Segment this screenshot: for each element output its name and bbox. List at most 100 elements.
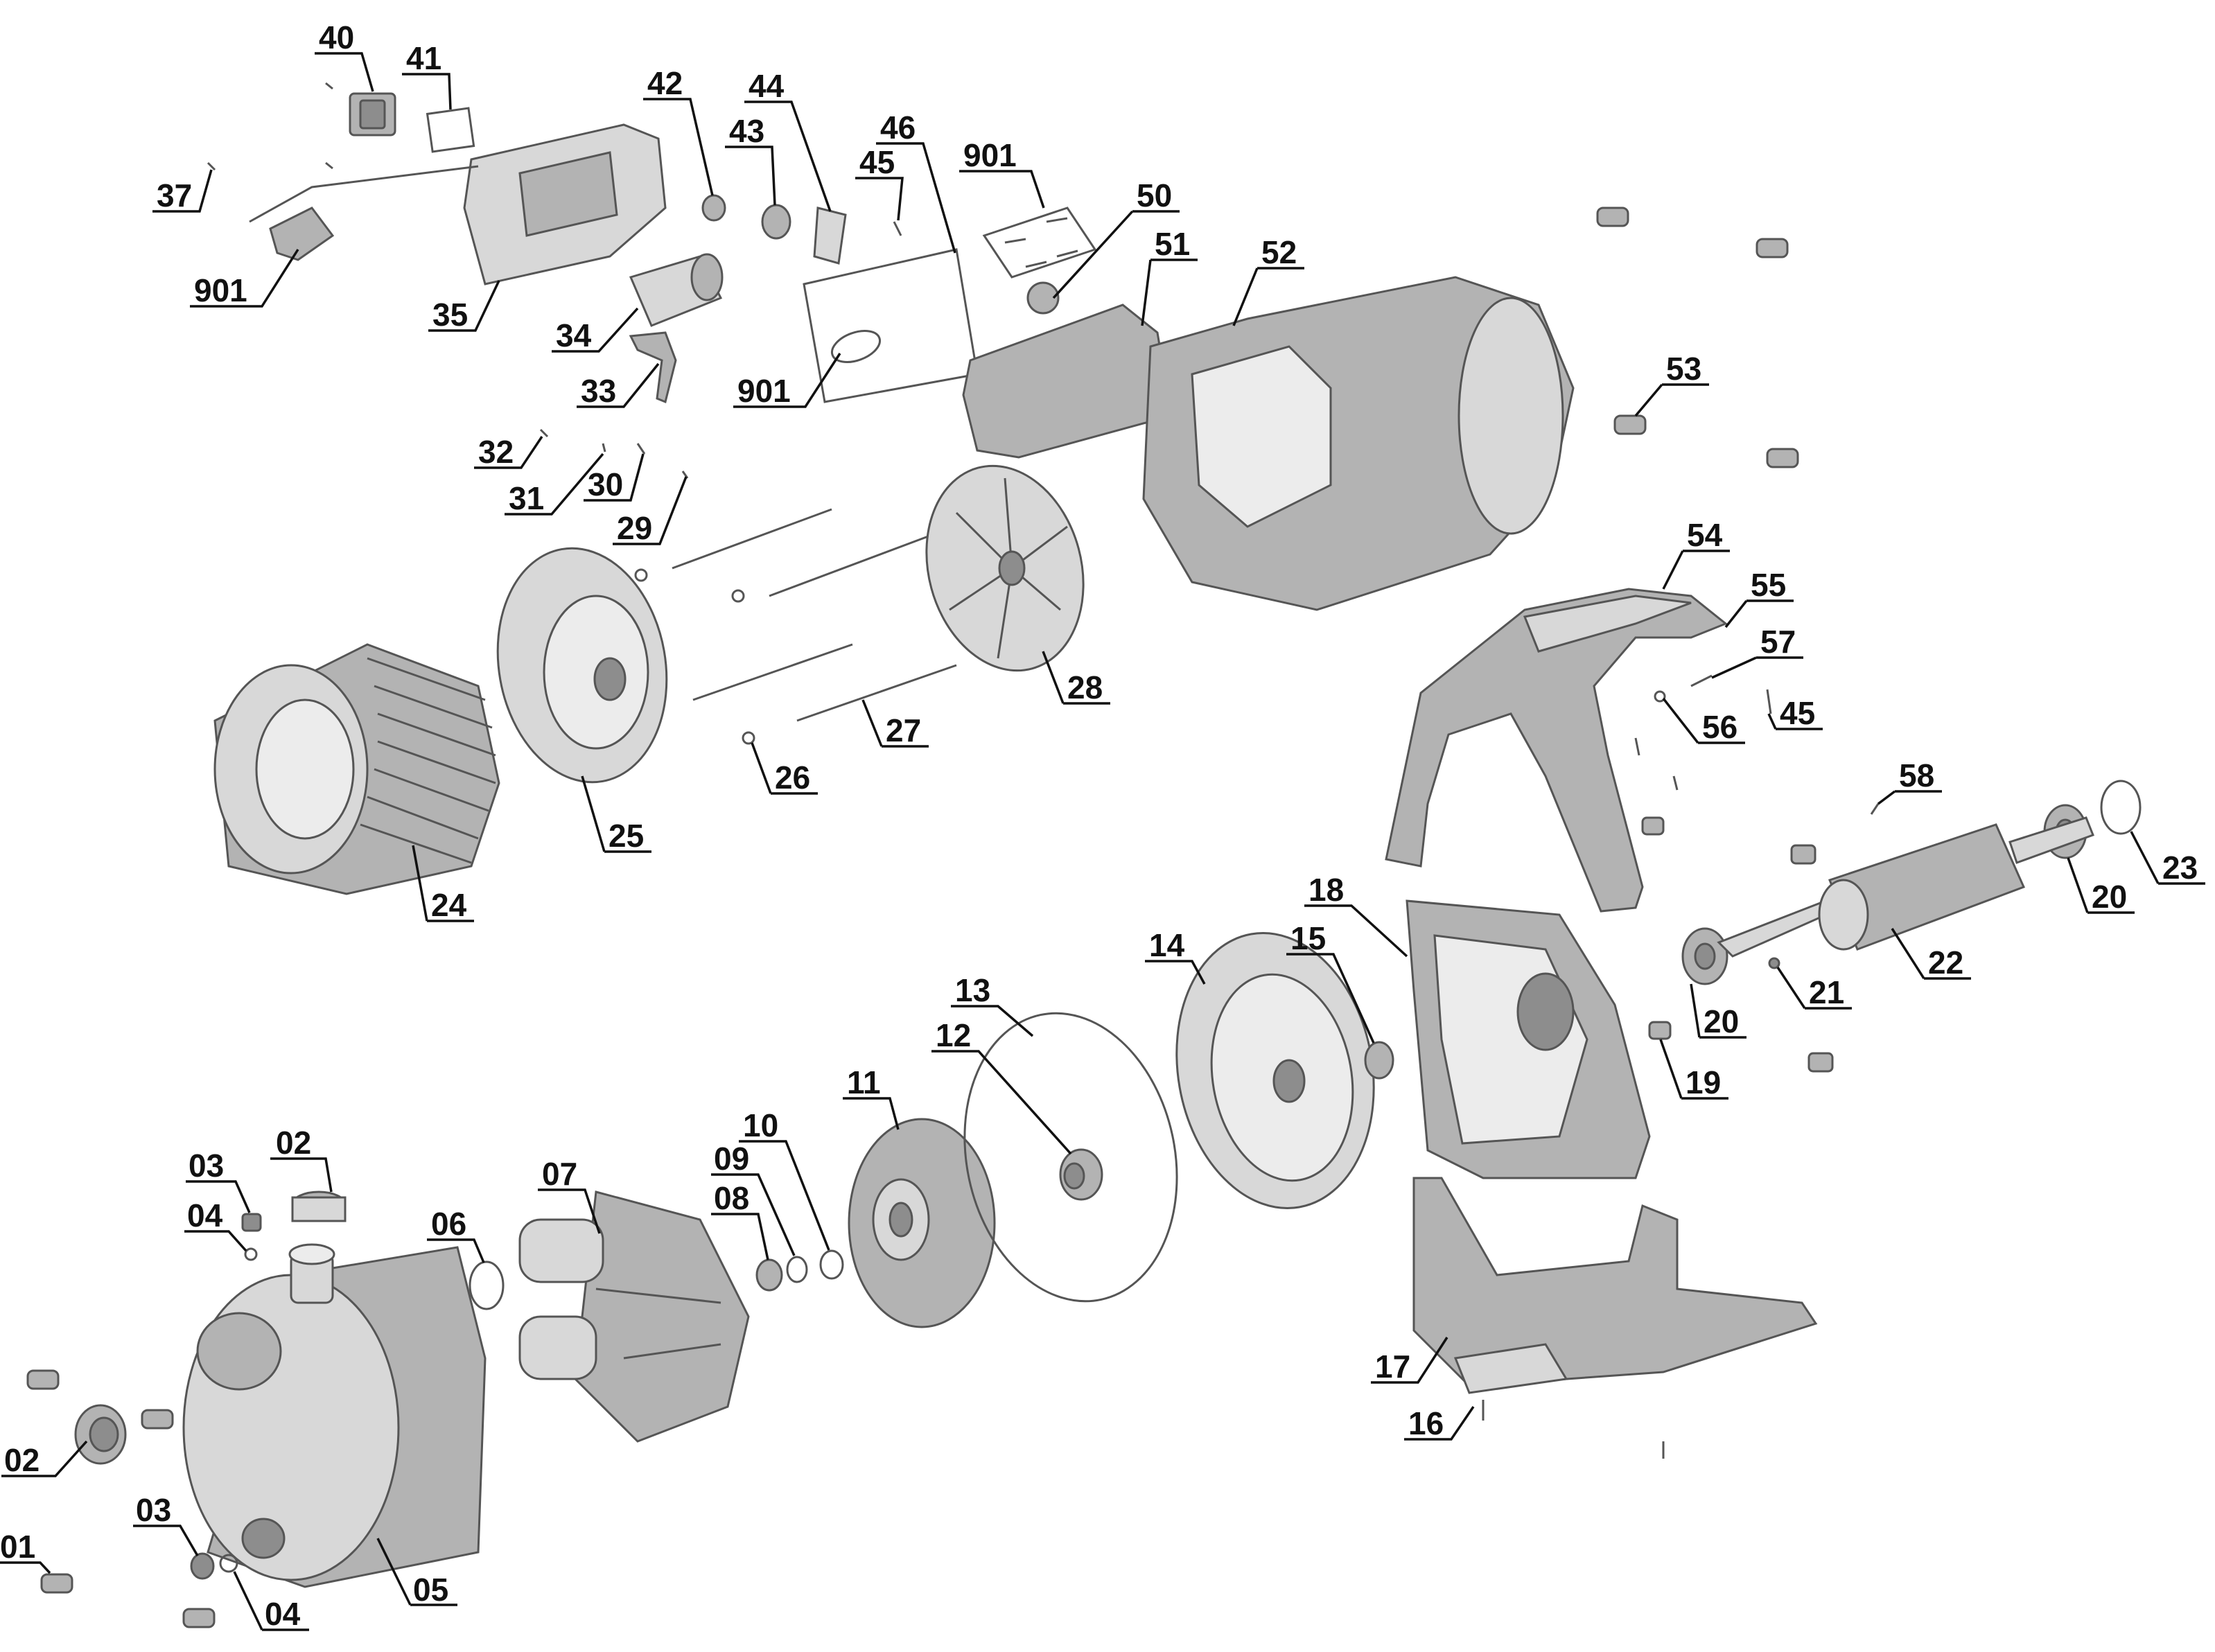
svg-text:43: 43 bbox=[729, 113, 764, 149]
cable-clamp-44-part bbox=[813, 206, 847, 265]
callout-08: 08 bbox=[711, 1180, 769, 1260]
ring-23-part bbox=[2100, 780, 2142, 835]
callout-17: 17 bbox=[1371, 1337, 1448, 1385]
svg-text:20: 20 bbox=[2092, 879, 2127, 915]
callout-34: 34 bbox=[552, 307, 639, 353]
spacer-19-part bbox=[1648, 1021, 1672, 1040]
svg-text:23: 23 bbox=[2162, 850, 2198, 886]
svg-text:04: 04 bbox=[265, 1596, 301, 1632]
end-shield-part bbox=[496, 547, 668, 784]
svg-text:03: 03 bbox=[189, 1148, 224, 1184]
callout-07: 07 bbox=[538, 1156, 601, 1234]
callout-55: 55 bbox=[1724, 567, 1794, 629]
callout-05: 05 bbox=[376, 1538, 457, 1608]
svg-text:41: 41 bbox=[406, 40, 441, 76]
svg-text:19: 19 bbox=[1686, 1064, 1721, 1100]
callout-03-bottom: 03 bbox=[133, 1492, 199, 1556]
screws-29-32-part bbox=[539, 428, 689, 479]
washer-10-part bbox=[819, 1249, 844, 1280]
callout-03-top: 03 bbox=[186, 1148, 251, 1213]
washer-15-part bbox=[1364, 1041, 1394, 1080]
callout-12: 12 bbox=[931, 1017, 1072, 1155]
callout-20-front: 20 bbox=[1690, 983, 1746, 1039]
svg-text:12: 12 bbox=[936, 1017, 971, 1053]
pump-housing-part bbox=[182, 1243, 487, 1588]
svg-text:03: 03 bbox=[136, 1492, 171, 1528]
callout-13: 13 bbox=[951, 972, 1034, 1037]
callout-23: 23 bbox=[2130, 831, 2205, 886]
svg-text:05: 05 bbox=[413, 1572, 448, 1608]
callout-50: 50 bbox=[1052, 177, 1180, 299]
svg-text:32: 32 bbox=[478, 434, 514, 470]
tie-rods-part bbox=[634, 508, 957, 745]
flange-plate-part bbox=[1175, 932, 1375, 1209]
mechanical-seal-12-part bbox=[1059, 1148, 1103, 1201]
callout-901-cable: 901 bbox=[190, 249, 299, 308]
callout-04-bottom: 04 bbox=[233, 1571, 309, 1632]
callout-24: 24 bbox=[412, 845, 474, 923]
spacer-part-b bbox=[1790, 844, 1816, 865]
callout-32: 32 bbox=[474, 434, 543, 470]
svg-text:09: 09 bbox=[714, 1141, 749, 1177]
callout-19: 19 bbox=[1659, 1039, 1728, 1100]
callout-58: 58 bbox=[1877, 757, 1942, 805]
svg-text:02: 02 bbox=[276, 1125, 311, 1161]
svg-text:18: 18 bbox=[1308, 872, 1344, 908]
callout-51: 51 bbox=[1141, 226, 1198, 326]
spacer-part bbox=[1641, 816, 1665, 836]
svg-text:17: 17 bbox=[1375, 1348, 1410, 1385]
terminal-cover-51-part bbox=[962, 304, 1173, 459]
terminal-box-part bbox=[249, 123, 667, 285]
screw-45a-part bbox=[893, 221, 902, 236]
svg-text:45: 45 bbox=[859, 144, 895, 180]
drain-plug-parts bbox=[26, 1190, 347, 1628]
nut-43-part bbox=[761, 204, 791, 240]
svg-text:37: 37 bbox=[157, 177, 192, 213]
callout-56: 56 bbox=[1662, 697, 1745, 745]
svg-text:06: 06 bbox=[431, 1206, 466, 1242]
callout-901-plate: 901 bbox=[733, 353, 841, 409]
svg-text:901: 901 bbox=[963, 137, 1017, 173]
callout-46: 46 bbox=[876, 109, 956, 254]
fan-cover-part bbox=[1385, 588, 1728, 913]
motor-housing-part bbox=[1142, 276, 1575, 611]
key-21-part bbox=[1768, 957, 1780, 969]
svg-text:33: 33 bbox=[581, 373, 616, 409]
callout-18: 18 bbox=[1304, 872, 1408, 958]
callout-01: 01 bbox=[0, 1529, 51, 1574]
callout-29: 29 bbox=[613, 476, 688, 546]
svg-text:46: 46 bbox=[880, 109, 916, 146]
svg-text:50: 50 bbox=[1137, 177, 1172, 213]
svg-text:58: 58 bbox=[1899, 757, 1934, 793]
svg-text:34: 34 bbox=[556, 317, 592, 353]
svg-text:10: 10 bbox=[743, 1107, 778, 1143]
svg-text:45: 45 bbox=[1780, 695, 1815, 731]
svg-text:54: 54 bbox=[1687, 517, 1723, 553]
callout-901-bag: 901 bbox=[959, 137, 1045, 209]
svg-text:08: 08 bbox=[714, 1180, 749, 1216]
seal-08-part bbox=[755, 1258, 783, 1292]
svg-text:14: 14 bbox=[1149, 927, 1185, 963]
cover-plate-46-part bbox=[803, 248, 979, 403]
svg-text:53: 53 bbox=[1666, 351, 1701, 387]
washer-09-part bbox=[786, 1256, 808, 1283]
svg-text:30: 30 bbox=[588, 466, 623, 502]
screw-45b-part bbox=[1766, 689, 1772, 714]
svg-text:16: 16 bbox=[1408, 1405, 1444, 1441]
rotor-shaft-part bbox=[1717, 816, 2094, 958]
callout-22: 22 bbox=[1891, 928, 1971, 981]
callout-25: 25 bbox=[581, 775, 651, 854]
o-ring-13-part bbox=[963, 1012, 1178, 1303]
svg-text:44: 44 bbox=[748, 68, 785, 104]
gland-50-part bbox=[1026, 281, 1060, 315]
callout-21: 21 bbox=[1776, 967, 1852, 1010]
svg-text:57: 57 bbox=[1760, 624, 1796, 660]
callout-09: 09 bbox=[711, 1141, 796, 1256]
callout-42: 42 bbox=[643, 65, 714, 196]
svg-text:02: 02 bbox=[4, 1442, 40, 1478]
pin-58-part bbox=[1870, 803, 1880, 815]
svg-text:52: 52 bbox=[1261, 234, 1297, 270]
parts-drawing bbox=[26, 82, 2142, 1628]
cable-gland-42-part bbox=[701, 194, 726, 222]
